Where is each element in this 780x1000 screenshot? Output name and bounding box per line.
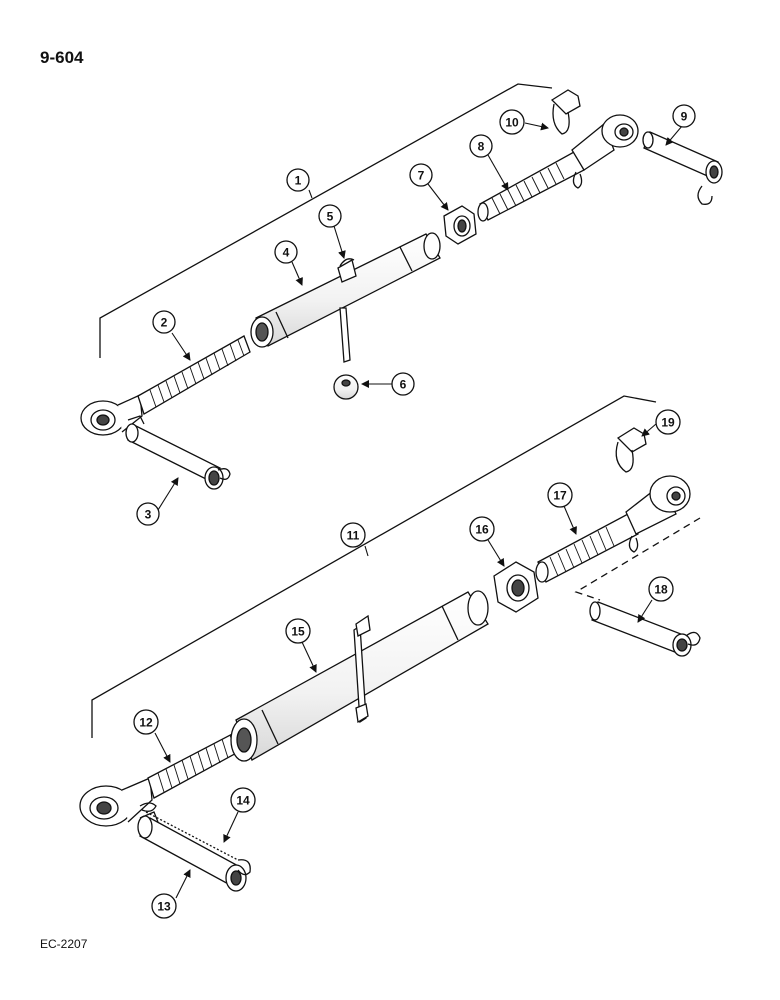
callout-7: 7	[409, 163, 433, 187]
figure-code: EC-2207	[40, 937, 88, 951]
leader-11	[364, 545, 369, 557]
retaining-chain-14	[145, 811, 251, 876]
leader-lines	[154, 122, 683, 899]
callout-label: 16	[475, 523, 489, 537]
leader-14	[223, 811, 239, 843]
callout-15: 15	[285, 618, 311, 644]
callout-label: 12	[139, 716, 153, 730]
pin-18	[589, 601, 701, 657]
threaded-rod-12	[147, 731, 243, 799]
callout-label: 18	[654, 583, 668, 597]
callout-label: 17	[553, 489, 567, 503]
callout-label: 5	[327, 210, 334, 224]
pin-13	[137, 811, 247, 892]
callout-2: 2	[152, 310, 176, 334]
callout-19: 19	[655, 409, 681, 435]
locknut-7	[443, 205, 477, 245]
assembly-bracket-upper	[99, 83, 553, 358]
adjuster-tube-4	[250, 232, 441, 348]
leader-3	[157, 477, 179, 511]
threaded-rod-8	[477, 114, 639, 222]
callout-11: 11	[340, 522, 366, 548]
callout-label: 8	[478, 140, 485, 154]
callout-label: 11	[347, 529, 360, 543]
locknut-16	[493, 561, 539, 613]
callout-label: 1	[295, 174, 302, 188]
callout-label: 9	[681, 110, 688, 124]
leader-2	[171, 332, 191, 361]
callout-4: 4	[274, 240, 298, 264]
handle-clip-5	[337, 258, 357, 283]
assembly-bracket-lower	[91, 395, 657, 738]
callout-5: 5	[318, 204, 342, 228]
adjuster-tube-15	[230, 590, 489, 762]
callout-8: 8	[469, 134, 493, 158]
pin-3	[125, 415, 231, 490]
leader-12	[154, 732, 171, 763]
left-eye-end-upper	[80, 394, 143, 436]
alignment-guide	[574, 517, 701, 601]
threaded-rod-2	[137, 335, 251, 415]
page-number: 9-604	[40, 48, 84, 67]
callout-17: 17	[547, 482, 573, 508]
callout-label: 13	[157, 900, 171, 914]
callout-3: 3	[136, 502, 160, 526]
leader-19	[641, 423, 657, 437]
handle-rod-6	[333, 307, 359, 400]
callout-label: 6	[400, 378, 407, 392]
leader-10	[524, 122, 549, 131]
leader-17	[563, 505, 577, 535]
callouts: 1 2 3 4 5 6 7 8 9 10 11 12 13 14 15 16 1…	[133, 104, 696, 919]
leader-15	[301, 641, 317, 673]
callout-14: 14	[230, 787, 256, 813]
leader-16	[487, 539, 505, 567]
lower-assembly	[79, 395, 701, 892]
callout-label: 10	[505, 116, 519, 130]
leader-18	[637, 599, 653, 623]
callout-label: 4	[283, 246, 290, 260]
left-eye-end-lower	[79, 777, 157, 827]
leader-4	[291, 261, 303, 286]
callout-9: 9	[672, 104, 696, 128]
callout-6: 6	[391, 372, 415, 396]
callout-1: 1	[286, 168, 310, 192]
callout-label: 2	[161, 316, 168, 330]
callout-13: 13	[151, 893, 177, 919]
linch-pin-19	[615, 427, 647, 473]
leader-1	[308, 189, 313, 199]
leader-7	[427, 183, 449, 211]
callout-18: 18	[648, 576, 674, 602]
callout-label: 19	[661, 416, 675, 430]
callout-12: 12	[133, 709, 159, 735]
threaded-rod-17	[535, 475, 691, 583]
callout-16: 16	[469, 516, 495, 542]
callout-label: 7	[418, 169, 425, 183]
callout-label: 3	[145, 508, 152, 522]
leader-13	[175, 869, 191, 899]
linch-pin-10	[550, 89, 581, 135]
callout-10: 10	[499, 109, 525, 135]
leader-8	[487, 154, 509, 191]
leader-5	[333, 225, 346, 259]
callout-label: 14	[236, 794, 250, 808]
callout-label: 15	[291, 625, 305, 639]
pin-9	[642, 131, 723, 205]
leader-9	[665, 125, 683, 146]
upper-assembly	[80, 83, 723, 490]
